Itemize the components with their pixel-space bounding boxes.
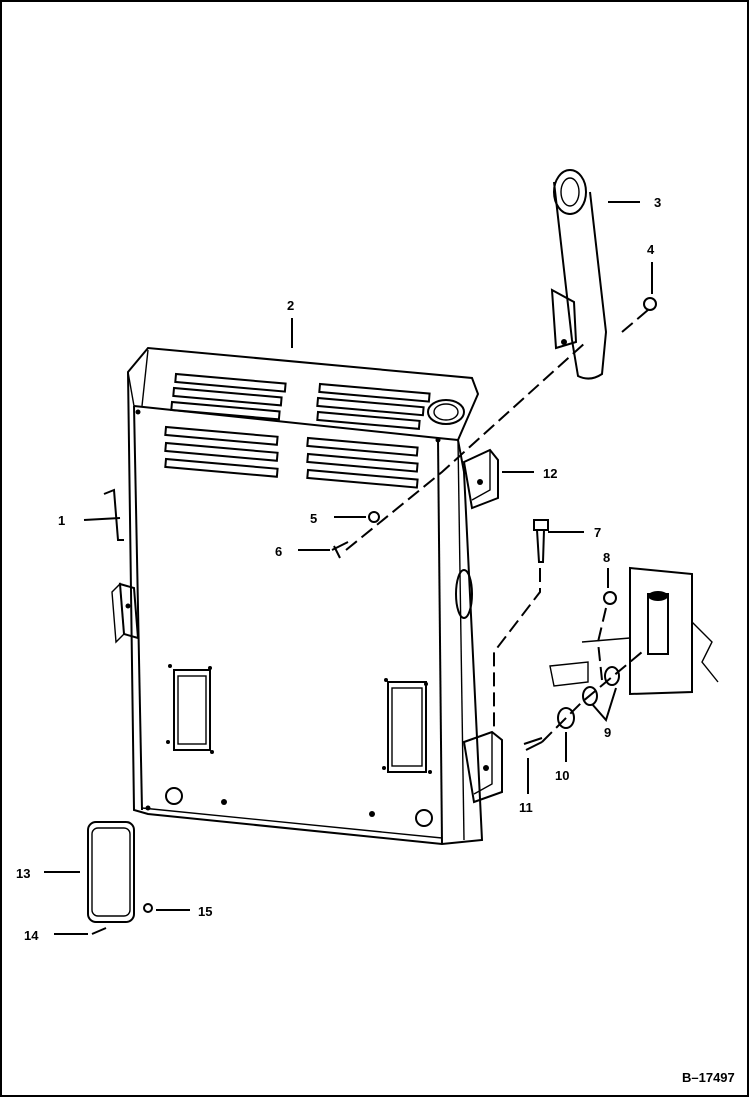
callout-8: 8 xyxy=(603,550,610,565)
radiator-grille-panel xyxy=(111,346,503,846)
bushing-part-10 xyxy=(557,707,575,729)
callout-4: 4 xyxy=(647,242,655,257)
bolt-part-6 xyxy=(331,541,349,559)
pin-part-1 xyxy=(103,488,124,541)
bolt-part-7 xyxy=(533,519,549,563)
callout-14: 14 xyxy=(24,928,39,943)
callout-12: 12 xyxy=(543,466,557,481)
callout-labels: 1 2 3 4 5 6 7 8 9 10 11 12 13 14 15 xyxy=(16,195,661,943)
callout-5: 5 xyxy=(310,511,317,526)
exhaust-pipe-part-3 xyxy=(550,169,608,380)
callout-13: 13 xyxy=(16,866,30,881)
assembly-lines xyxy=(345,309,649,743)
washer-part-5 xyxy=(368,511,380,523)
callout-2: 2 xyxy=(287,298,294,313)
callout-9: 9 xyxy=(604,725,611,740)
callout-10: 10 xyxy=(555,768,569,783)
washers-part-9 xyxy=(582,666,620,706)
callout-7: 7 xyxy=(594,525,601,540)
callout-1: 1 xyxy=(58,513,65,528)
mount-bracket xyxy=(549,566,719,696)
leader-lines xyxy=(44,201,653,935)
screw-part-14 xyxy=(91,927,107,935)
callout-3: 3 xyxy=(654,195,661,210)
nut-part-4 xyxy=(643,297,657,311)
bolt-part-11 xyxy=(523,737,543,751)
nut-part-8 xyxy=(603,591,617,605)
callout-6: 6 xyxy=(275,544,282,559)
figure-code: B–17497 xyxy=(682,1070,735,1085)
callout-15: 15 xyxy=(198,904,212,919)
washer-part-15 xyxy=(143,903,153,913)
mirror-part-13 xyxy=(87,821,135,923)
callout-11: 11 xyxy=(519,800,533,815)
